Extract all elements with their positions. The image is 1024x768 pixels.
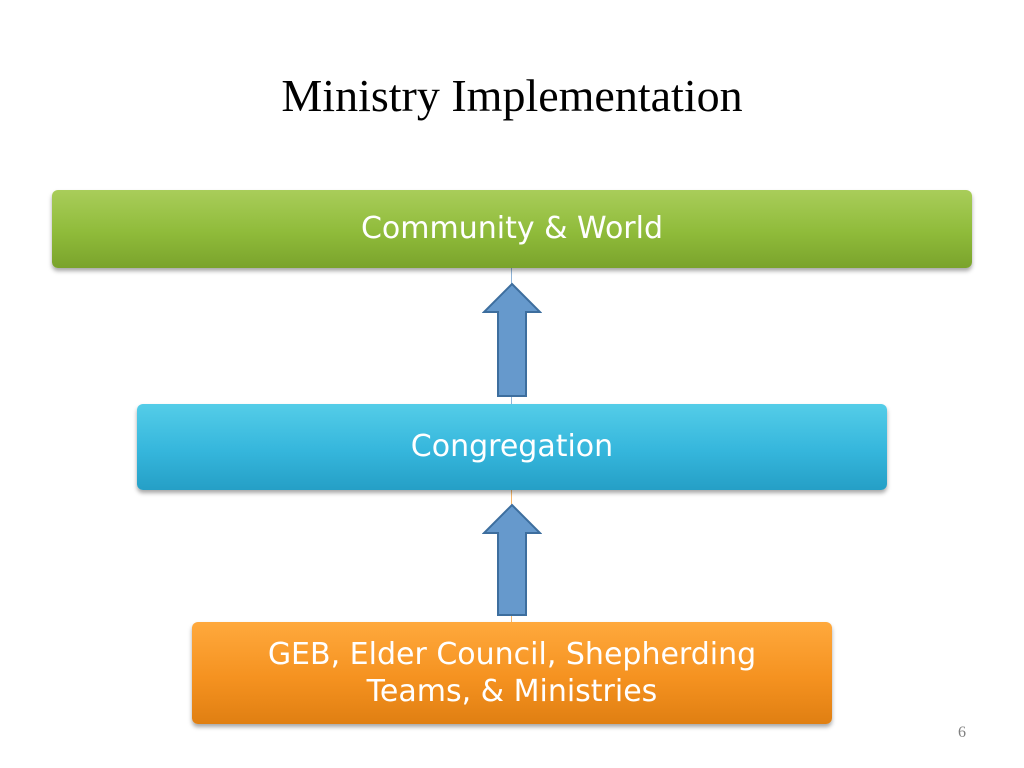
leadership-label-line2: Teams, & Ministries [366, 674, 658, 709]
up-arrow-icon [482, 282, 542, 397]
congregation-box: Congregation [137, 404, 887, 490]
community-world-box: Community & World [52, 190, 972, 268]
leadership-ministries-box: GEB, Elder Council, Shepherding Teams, &… [192, 622, 832, 724]
community-world-label: Community & World [360, 211, 664, 247]
congregation-label: Congregation [410, 429, 614, 465]
slide-title: Ministry Implementation [281, 70, 743, 121]
leadership-label-line1: GEB, Elder Council, Shepherding [267, 636, 757, 672]
page-number: 6 [958, 724, 966, 741]
up-arrow-icon [482, 503, 542, 616]
